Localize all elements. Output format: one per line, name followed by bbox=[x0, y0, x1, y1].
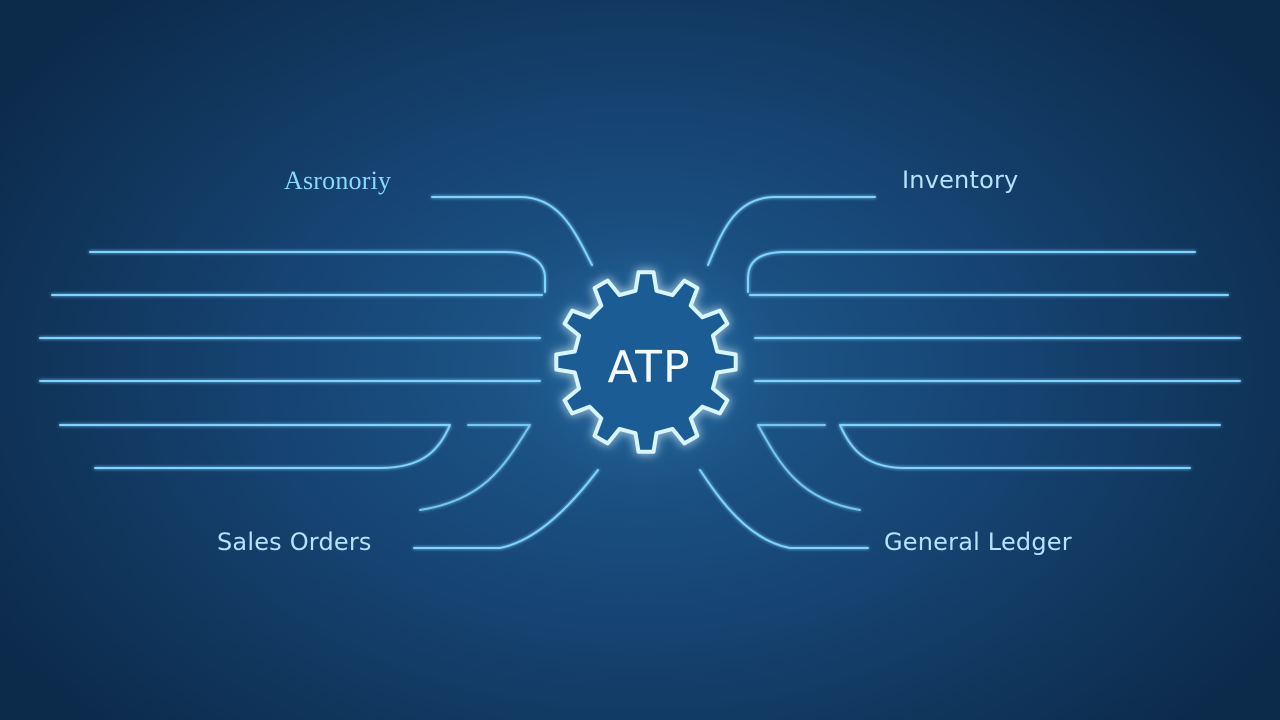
connector-right-5 bbox=[839, 424, 1221, 469]
right-connection-group bbox=[699, 196, 1241, 549]
label-top-left: Asronoriy bbox=[284, 166, 392, 195]
left-connection-group bbox=[39, 196, 599, 549]
connector-left-6 bbox=[419, 424, 531, 511]
hub-label: ATP bbox=[607, 342, 690, 393]
connector-left-5 bbox=[59, 424, 451, 469]
connector-top-right-label bbox=[707, 196, 876, 266]
connector-top-left-label bbox=[431, 196, 593, 266]
label-sales-orders: Sales Orders bbox=[217, 528, 372, 556]
connector-bottom-right-label bbox=[699, 469, 869, 549]
connector-left-1 bbox=[89, 251, 546, 293]
label-general-ledger: General Ledger bbox=[884, 528, 1072, 556]
connector-right-1 bbox=[747, 251, 1196, 293]
label-inventory: Inventory bbox=[902, 166, 1019, 194]
connector-right-6 bbox=[757, 424, 861, 511]
gear-icon: ATP bbox=[554, 270, 738, 454]
connector-bottom-left-label bbox=[413, 469, 599, 549]
